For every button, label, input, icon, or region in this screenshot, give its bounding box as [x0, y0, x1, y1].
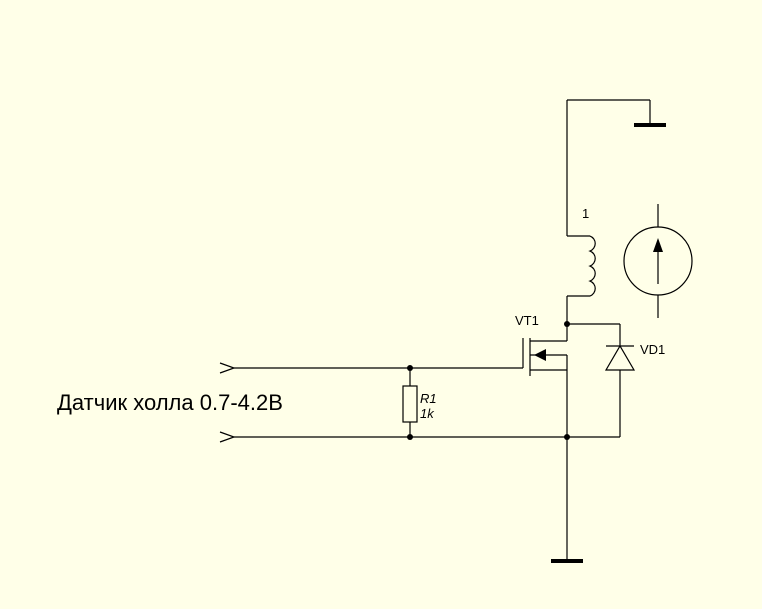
inductor-coil-1: [566, 100, 596, 324]
junction-dot: [407, 434, 413, 440]
diode-vd1: [604, 324, 636, 437]
resistor-ref-label: R1: [420, 391, 437, 406]
sensor-label: Датчик холла 0.7-4.2В: [57, 390, 283, 415]
transistor-label: VT1: [515, 313, 539, 328]
up-arrow-in-circle-icon: [623, 204, 693, 318]
resistor-value-label: 1k: [420, 406, 435, 421]
coil-label: 1: [582, 206, 589, 221]
junction-dot: [407, 365, 413, 371]
diode-label: VD1: [640, 342, 665, 357]
